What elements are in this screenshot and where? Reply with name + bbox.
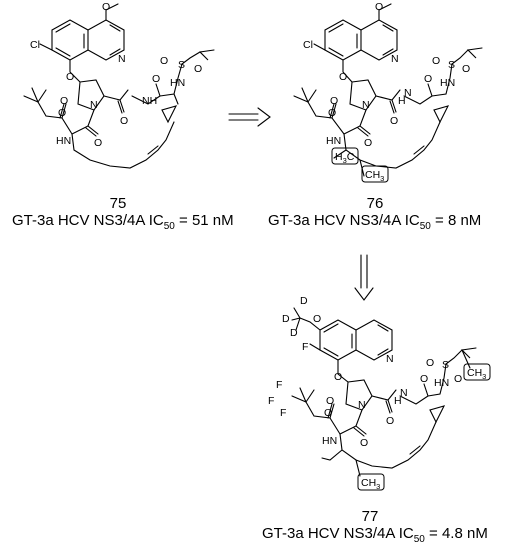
atom-label: HN <box>434 377 449 389</box>
atom-label: Cl <box>30 39 40 51</box>
activity-label-77: GT-3a HCV NS3/4A IC50 = 4.8 nM <box>262 525 488 548</box>
atom-label: O <box>432 55 440 67</box>
atom-label: HN <box>170 77 185 89</box>
activity-target: GT-3a HCV NS3/4A IC <box>12 212 164 229</box>
arrow-down <box>354 254 374 301</box>
atom-label: Cl <box>303 39 313 51</box>
atom-label: NH <box>142 95 157 107</box>
atom-label: N <box>391 53 399 65</box>
ic50-subscript: 50 <box>419 221 431 232</box>
atom-label: H <box>398 95 406 107</box>
ic50-subscript: 50 <box>413 534 425 545</box>
activity-value: = 4.8 nM <box>429 525 488 542</box>
atom-label: F <box>302 341 308 353</box>
atom-label: O <box>454 373 462 385</box>
atom-label: O <box>66 71 74 83</box>
atom-label: O <box>326 395 334 407</box>
compound-number-76: 76 <box>366 195 384 212</box>
atom-label: H <box>394 395 402 407</box>
atom-label: S <box>178 59 185 71</box>
atom-label: O <box>160 55 168 67</box>
atom-label: O <box>364 137 372 149</box>
activity-target: GT-3a HCV NS3/4A IC <box>268 212 420 229</box>
atom-label: O <box>152 73 160 85</box>
atom-label: O <box>424 73 432 85</box>
atom-label: F <box>280 407 286 419</box>
atom-label: HN <box>56 135 71 147</box>
atom-label: D <box>290 327 298 339</box>
atom-labels-76: Cl N O O N O H N O HN S O O O HN O O H3C… <box>303 1 470 183</box>
compound-number-77: 77 <box>361 508 379 525</box>
structure-77 <box>291 307 491 491</box>
atom-label: N <box>404 87 412 99</box>
atom-label: S <box>442 359 449 371</box>
atom-label: O <box>339 71 347 83</box>
arrow-right <box>228 107 271 127</box>
atom-label: O <box>324 407 332 419</box>
atom-label: D <box>282 313 290 325</box>
ch3-label: CH3 <box>365 169 384 183</box>
structure-75 <box>23 3 215 169</box>
h3c-label: H3C <box>335 151 355 165</box>
atom-label: O <box>426 357 434 369</box>
atom-labels-77: D D D O F N O N O H N O HN S O O CH3 F F… <box>268 295 486 491</box>
atom-label: O <box>102 1 110 13</box>
atom-label: S <box>448 59 455 71</box>
atom-label: O <box>360 437 368 449</box>
atom-label: N <box>90 99 98 111</box>
ic50-subscript: 50 <box>163 221 175 232</box>
atom-label: HN <box>322 435 337 447</box>
structure-76 <box>293 3 483 183</box>
atom-label: O <box>60 95 68 107</box>
atom-label: HN <box>440 77 455 89</box>
atom-labels-75: Cl N O O N O NH O HN S O O O HN O O <box>30 1 202 149</box>
activity-value: = 51 nM <box>179 212 234 229</box>
atom-label: O <box>58 107 66 119</box>
atom-label: O <box>390 115 398 127</box>
atom-label: N <box>400 387 408 399</box>
atom-label: O <box>94 137 102 149</box>
atom-label: N <box>386 353 394 365</box>
atom-label: N <box>118 53 126 65</box>
compound-number-75: 75 <box>109 195 127 212</box>
ch3-label: CH3 <box>361 477 380 491</box>
atom-label: O <box>334 371 342 383</box>
atom-label: O <box>328 107 336 119</box>
atom-label: N <box>362 99 370 111</box>
activity-target: GT-3a HCV NS3/4A IC <box>262 525 414 542</box>
atom-label: O <box>313 313 321 325</box>
atom-label: O <box>420 373 428 385</box>
atom-label: O <box>120 115 128 127</box>
atom-label: O <box>462 63 470 75</box>
atom-label: D <box>300 295 308 307</box>
atom-label: F <box>276 379 282 391</box>
ch3-label: CH3 <box>467 367 486 381</box>
atom-label: N <box>358 399 366 411</box>
atom-label: O <box>194 63 202 75</box>
activity-value: = 8 nM <box>435 212 482 229</box>
activity-label-76: GT-3a HCV NS3/4A IC50 = 8 nM <box>268 212 481 235</box>
atom-label: O <box>386 415 394 427</box>
atom-label: HN <box>326 135 341 147</box>
activity-label-75: GT-3a HCV NS3/4A IC50 = 51 nM <box>12 212 234 235</box>
atom-label: O <box>375 1 383 13</box>
atom-label: F <box>268 395 274 407</box>
atom-label: O <box>330 95 338 107</box>
